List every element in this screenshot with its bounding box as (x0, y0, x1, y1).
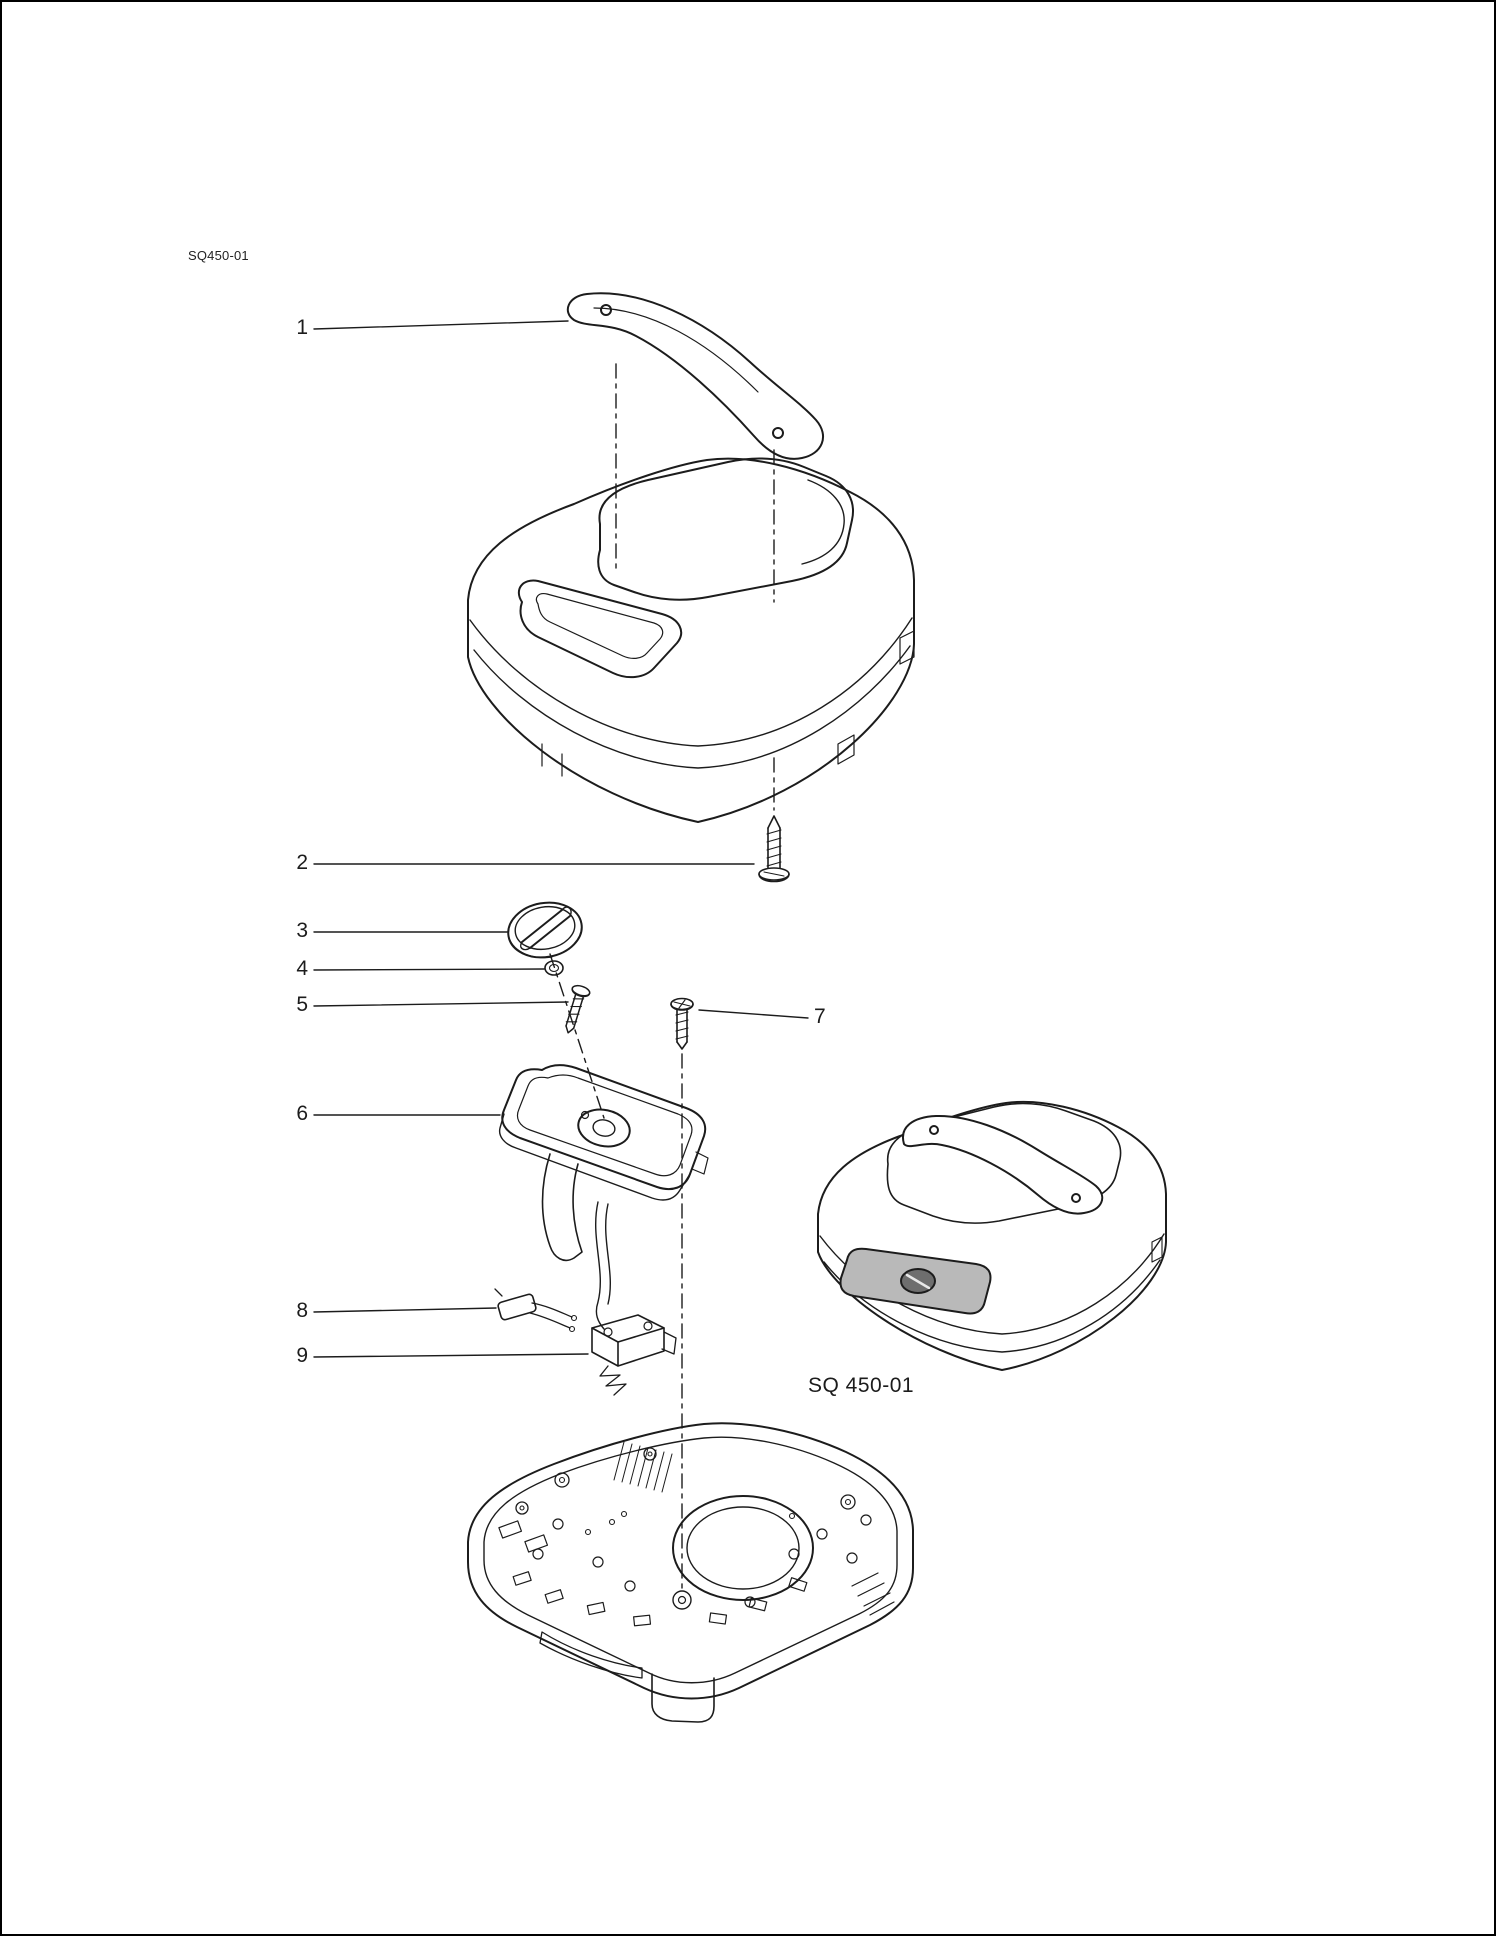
part-screw-panel (565, 984, 591, 1034)
panel-wiring (595, 1201, 611, 1330)
callout-7: 7 (814, 1005, 826, 1028)
part-screw-base (670, 997, 694, 1050)
doc-code: SQ450-01 (188, 248, 249, 263)
callout-4: 4 (296, 957, 308, 980)
callout-8: 8 (296, 1299, 308, 1322)
part-screw-cover (758, 815, 790, 883)
callout-3: 3 (296, 919, 308, 942)
assembled-unit (817, 1100, 1167, 1371)
part-knob (507, 901, 583, 959)
callout-6: 6 (296, 1102, 308, 1125)
callout-9: 9 (296, 1344, 308, 1367)
part-connector (494, 1288, 578, 1333)
part-base (467, 1422, 914, 1723)
assembly-axis-lines (549, 363, 775, 1591)
assembled-unit-label: SQ 450-01 (808, 1374, 915, 1397)
part-cover (467, 457, 915, 823)
callout-5: 5 (296, 993, 308, 1016)
callout-1: 1 (296, 316, 308, 339)
callout-leader-lines (313, 320, 809, 1358)
part-control-panel (498, 1064, 709, 1262)
part-handle (566, 292, 824, 460)
part-switch (591, 1314, 677, 1396)
part-oring (544, 960, 564, 976)
callout-2: 2 (296, 851, 308, 874)
